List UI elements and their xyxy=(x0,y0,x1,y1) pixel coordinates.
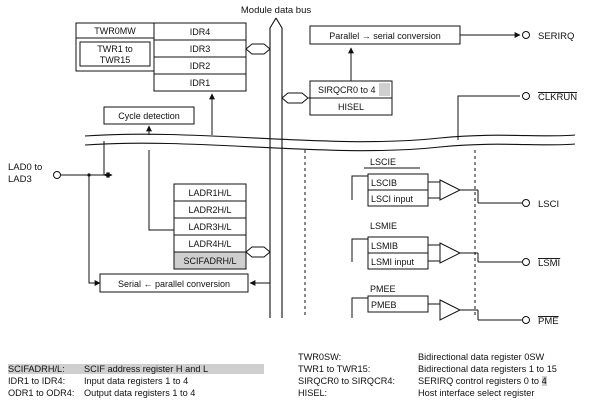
pmeb-label: PMEB xyxy=(371,300,397,310)
lsci-block xyxy=(351,167,522,207)
twr0mw-label: TWR0MW xyxy=(94,26,136,36)
serirq-terminal xyxy=(522,31,530,39)
legend-right-desc-3: Host interface select register xyxy=(418,388,535,398)
legend-right-desc-2-highlight: 4 xyxy=(541,376,547,386)
legend-left-desc-0: SCIF address register H and L xyxy=(84,364,264,374)
lsci-input-label: LSCI input xyxy=(371,194,414,204)
legend-right-term-2: SIRQCR0 to SIRQCR4: xyxy=(298,376,396,386)
ladr-registers xyxy=(173,183,247,270)
cycle-detection-box xyxy=(103,106,195,125)
bus-connectors xyxy=(245,43,309,258)
lsci-out-label: LSCI xyxy=(538,199,559,210)
legend-right-term-0: TWR0SW: xyxy=(298,352,342,362)
serial-parallel-label: Serial ← parallel conversion xyxy=(118,279,230,289)
legend-right-desc-2-text: SERIRQ control registers 0 to xyxy=(418,376,542,386)
pme-out-label: PME xyxy=(538,316,559,327)
lad-label-line1: LAD0 to xyxy=(8,162,42,173)
legend-right-desc-2: SERIRQ control registers 0 to 4 xyxy=(418,376,547,386)
ladr2-label: LADR2H/L xyxy=(188,205,231,215)
lsmib-label: LSMIB xyxy=(371,241,398,251)
module-data-bus xyxy=(269,17,283,318)
legend-right-term-1: TWR1 to TWR15: xyxy=(298,364,371,374)
legend-left-desc-2: Output data registers 1 to 4 xyxy=(84,388,196,398)
lsmi-input-label: LSMI input xyxy=(371,257,415,267)
break-band xyxy=(84,133,576,152)
serial-parallel-box xyxy=(99,273,249,293)
legend-left-term-0: SCIFADRH/L: xyxy=(8,364,84,374)
hisel-label: HISEL xyxy=(338,102,364,112)
sirqcr-label: SIRQCR0 to 4 xyxy=(318,85,376,95)
twr-group: TWR0MW TWR1 to TWR15 xyxy=(75,22,155,72)
idr1-label: IDR1 xyxy=(190,78,211,88)
idr2-label: IDR2 xyxy=(190,61,211,71)
legend-left-term-2: ODR1 to ODR4: xyxy=(8,388,75,398)
ladr3-label: LADR3H/L xyxy=(188,222,231,232)
serirq-label: SERIRQ xyxy=(538,31,574,42)
clkrun-terminal xyxy=(522,92,530,100)
idr4-label: IDR4 xyxy=(190,27,211,37)
lad-label-line2: LAD3 xyxy=(8,174,32,185)
idr3-label: IDR3 xyxy=(190,44,211,54)
ladr4-label: LADR4H/L xyxy=(188,239,231,249)
lad-terminal xyxy=(53,171,61,179)
legend-right-desc-0: Bidirectional data register 0SW xyxy=(418,352,545,362)
legend-left-desc-1: Input data registers 1 to 4 xyxy=(84,376,189,386)
legend-right-desc-1: Bidirectional data registers 1 to 15 xyxy=(418,364,557,374)
legend-left-term-1: IDR1 to IDR4: xyxy=(8,376,66,386)
bus-label: Module data bus xyxy=(241,5,311,16)
pme-block xyxy=(351,295,522,321)
twr1-label-line2: TWR15 xyxy=(100,55,131,65)
sirqcr-highlight xyxy=(379,83,390,96)
lsmi-block xyxy=(351,236,522,270)
clkrun-label: CLKRUN xyxy=(538,92,577,103)
lsmi-out-label: LSMI xyxy=(538,258,560,269)
scifadrh-label: SCIFADRH/L xyxy=(183,256,236,266)
lscib-label: LSCIB xyxy=(371,178,397,188)
pme-terminal xyxy=(522,316,530,324)
cycle-detection-label: Cycle detection xyxy=(118,111,180,121)
lsmi-terminal xyxy=(522,258,530,266)
pmee-label: PMEE xyxy=(370,284,396,294)
lsmie-label: LSMIE xyxy=(370,221,397,231)
parallel-serial-label: Parallel → serial conversion xyxy=(329,31,441,41)
lscie-label: LSCIE xyxy=(370,157,396,167)
twr1-label-line1: TWR1 to xyxy=(97,44,133,54)
idr-registers xyxy=(153,22,247,92)
lsci-terminal xyxy=(522,199,530,207)
ladr1-label: LADR1H/L xyxy=(188,188,231,198)
legend-right-term-3: HISEL: xyxy=(298,388,328,398)
